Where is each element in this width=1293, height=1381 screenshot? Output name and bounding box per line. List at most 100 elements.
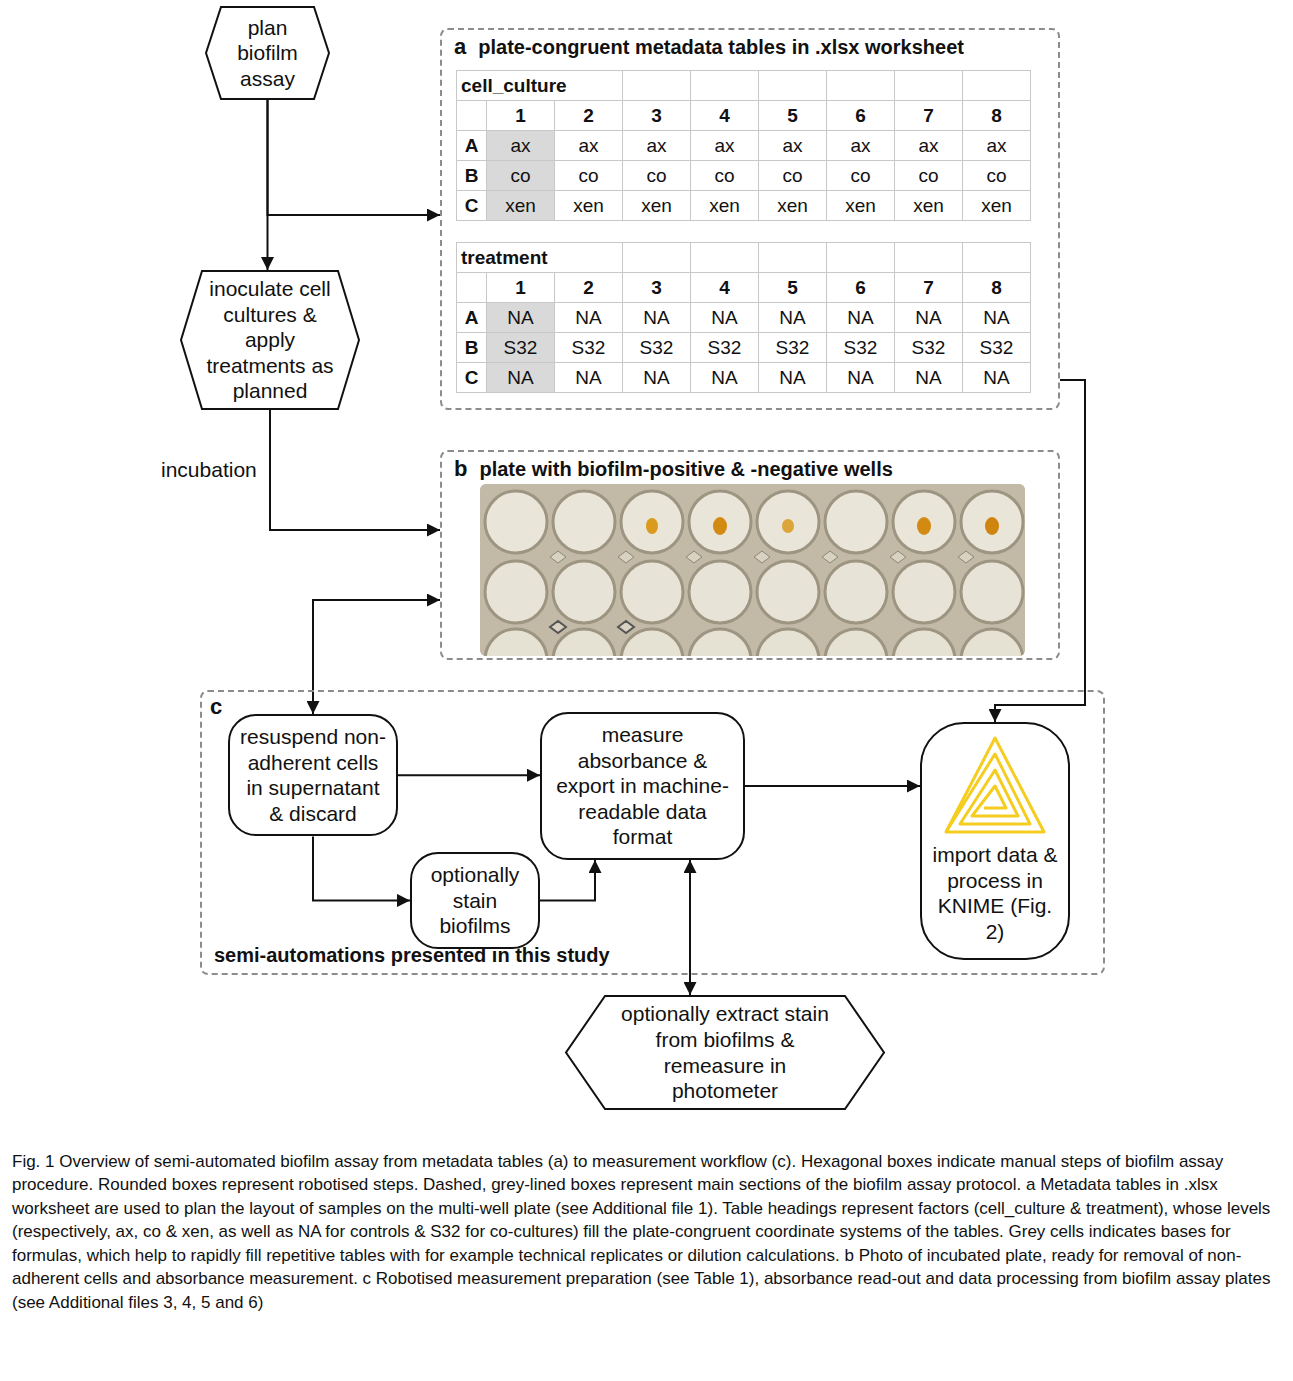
table-cell: 8 bbox=[963, 273, 1031, 303]
connector-arrow bbox=[313, 836, 410, 900]
step-text: optionally extract stain from biofilms &… bbox=[615, 1001, 835, 1103]
table-cell: 4 bbox=[691, 273, 759, 303]
table-cell: 1 bbox=[487, 273, 555, 303]
table-cell: A bbox=[457, 303, 487, 333]
robot-step-box: measure absorbance & export in machine-r… bbox=[540, 712, 745, 860]
hexagon-shape bbox=[566, 996, 884, 1109]
table-cell: xen bbox=[691, 191, 759, 221]
table-cell: ax bbox=[827, 131, 895, 161]
table-cell: NA bbox=[895, 303, 963, 333]
table-cell: NA bbox=[487, 363, 555, 393]
table-cell: NA bbox=[555, 303, 623, 333]
table-cell: 2 bbox=[555, 273, 623, 303]
manual-step-hexagon: plan biofilm assay bbox=[205, 6, 330, 100]
section-letter: b bbox=[454, 456, 467, 483]
connector-arrow bbox=[313, 600, 440, 714]
table-cell: C bbox=[457, 363, 487, 393]
table-cell: S32 bbox=[487, 333, 555, 363]
table-cell: NA bbox=[691, 363, 759, 393]
table-cell: NA bbox=[623, 303, 691, 333]
table-cell: A bbox=[457, 131, 487, 161]
knime-logo bbox=[940, 732, 1050, 842]
table-cell: ax bbox=[895, 131, 963, 161]
table-cell: xen bbox=[963, 191, 1031, 221]
table-cell: 5 bbox=[759, 101, 827, 131]
table-cell: 6 bbox=[827, 273, 895, 303]
table-cell: S32 bbox=[827, 333, 895, 363]
table-cell: co bbox=[691, 161, 759, 191]
connector-arrow bbox=[398, 774, 540, 776]
table-cell: S32 bbox=[759, 333, 827, 363]
table-cell: treatment bbox=[457, 243, 623, 273]
table-cell: 3 bbox=[623, 101, 691, 131]
step-text: import data & process in KNIME (Fig. 2) bbox=[932, 842, 1058, 944]
table-cell: co bbox=[487, 161, 555, 191]
hexagon-shape bbox=[206, 7, 329, 99]
hexagon-shape bbox=[181, 271, 359, 409]
table-empty-cell bbox=[895, 243, 963, 273]
table-cell: co bbox=[759, 161, 827, 191]
table-cell: NA bbox=[759, 303, 827, 333]
figure-caption: Fig. 1 Overview of semi-automated biofil… bbox=[12, 1150, 1280, 1314]
table-cell: ax bbox=[487, 131, 555, 161]
connector-arrow bbox=[745, 785, 920, 787]
table-cell: co bbox=[555, 161, 623, 191]
table-cell: NA bbox=[827, 303, 895, 333]
section-heading: aplate-congruent metadata tables in .xls… bbox=[454, 34, 964, 61]
table-cell: S32 bbox=[963, 333, 1031, 363]
section-letter: c bbox=[210, 694, 222, 721]
table-cell: co bbox=[895, 161, 963, 191]
table-empty-cell bbox=[457, 101, 487, 131]
table-cell: S32 bbox=[691, 333, 759, 363]
table-empty-cell bbox=[963, 243, 1031, 273]
connector-arrow bbox=[270, 410, 440, 530]
table-cell: NA bbox=[759, 363, 827, 393]
table-empty-cell bbox=[963, 71, 1031, 101]
table-cell: xen bbox=[487, 191, 555, 221]
table-cell: ax bbox=[963, 131, 1031, 161]
table-cell: S32 bbox=[555, 333, 623, 363]
section-box: c semi-automations presented in this stud… bbox=[200, 690, 1105, 975]
table-cell: xen bbox=[895, 191, 963, 221]
table-cell: C bbox=[457, 191, 487, 221]
table-empty-cell bbox=[623, 243, 691, 273]
section-heading: bplate with biofilm-positive & -negative… bbox=[454, 456, 893, 483]
table-cell: cell_culture bbox=[457, 71, 623, 101]
table-cell: co bbox=[963, 161, 1031, 191]
section-title: plate-congruent metadata tables in .xlsx… bbox=[478, 35, 964, 59]
table-cell: 4 bbox=[691, 101, 759, 131]
manual-step-hexagon: optionally extract stain from biofilms &… bbox=[565, 995, 885, 1110]
step-text: measure absorbance & export in machine-r… bbox=[552, 722, 733, 850]
table-cell: co bbox=[623, 161, 691, 191]
table-cell: S32 bbox=[895, 333, 963, 363]
table-cell: ax bbox=[555, 131, 623, 161]
table-cell: NA bbox=[827, 363, 895, 393]
metadata-table: treatment12345678ANANANANANANANANABS32S3… bbox=[456, 242, 1031, 393]
table-cell: ax bbox=[623, 131, 691, 161]
edge-label: incubation bbox=[158, 458, 260, 482]
table-cell: NA bbox=[895, 363, 963, 393]
table-cell: xen bbox=[623, 191, 691, 221]
section-footer: semi-automations presented in this study bbox=[214, 943, 610, 967]
table-cell: 7 bbox=[895, 273, 963, 303]
table-cell: 6 bbox=[827, 101, 895, 131]
table-cell: 2 bbox=[555, 101, 623, 131]
table-empty-cell bbox=[691, 243, 759, 273]
step-text: optionally stain biofilms bbox=[422, 862, 528, 939]
table-cell: 1 bbox=[487, 101, 555, 131]
connector-arrow bbox=[268, 100, 441, 215]
table-cell: NA bbox=[555, 363, 623, 393]
table-empty-cell bbox=[895, 71, 963, 101]
table-cell: B bbox=[457, 161, 487, 191]
table-empty-cell bbox=[827, 243, 895, 273]
table-cell: xen bbox=[555, 191, 623, 221]
table-cell: 8 bbox=[963, 101, 1031, 131]
robot-step-box: resuspend non-adherent cells in supernat… bbox=[228, 714, 398, 836]
table-cell: xen bbox=[759, 191, 827, 221]
table-cell: NA bbox=[623, 363, 691, 393]
table-cell: ax bbox=[759, 131, 827, 161]
knime-box: import data & process in KNIME (Fig. 2) bbox=[920, 722, 1070, 960]
connector-arrow bbox=[267, 100, 269, 270]
